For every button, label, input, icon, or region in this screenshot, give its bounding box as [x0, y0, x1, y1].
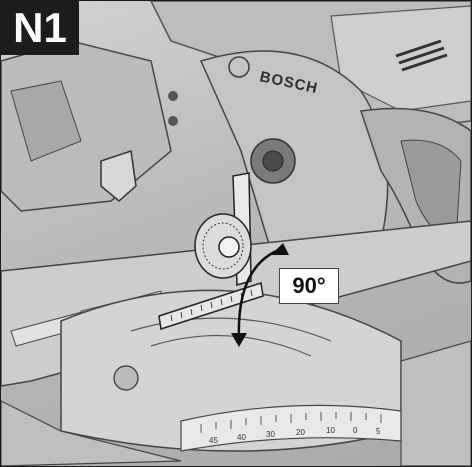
screw-icon-2 — [168, 116, 178, 126]
left-bracket — [10, 80, 82, 162]
turntable-logo-icon — [113, 365, 139, 391]
base-plate — [1, 400, 182, 466]
arrow-head-top-icon — [271, 243, 289, 255]
arrow-head-bottom-icon — [231, 333, 247, 347]
scale-number: 10 — [326, 426, 335, 435]
scale-number: 30 — [266, 430, 275, 439]
angle-arc-arrow — [237, 247, 282, 342]
angle-callout-text: 90° — [292, 273, 326, 298]
protractor-knob-icon — [218, 236, 240, 258]
figure-label: N1 — [1, 1, 79, 55]
square-blade — [158, 282, 264, 330]
turntable-ring — [130, 317, 332, 342]
protractor-dial — [202, 222, 244, 270]
scale-number: 40 — [237, 433, 246, 442]
vent-slots — [395, 39, 448, 72]
saw-motor-cover — [330, 5, 471, 112]
turntable-ring-2 — [150, 335, 312, 357]
scale-number: 0 — [353, 426, 358, 435]
right-extension — [400, 340, 471, 466]
angle-callout: 90° — [279, 268, 339, 304]
brand-logo-icon — [228, 56, 250, 78]
scale-number: 5 — [376, 427, 381, 436]
figure-label-text: N1 — [13, 4, 67, 51]
screw-icon — [168, 91, 178, 101]
handle-grip — [400, 139, 462, 242]
scale-number: 20 — [296, 428, 305, 437]
combination-square — [158, 172, 264, 330]
arbor-bolt-icon — [262, 150, 284, 172]
scale-ticks — [200, 412, 382, 433]
scale-number: 45 — [209, 436, 218, 445]
locking-knob-icon — [100, 150, 137, 202]
